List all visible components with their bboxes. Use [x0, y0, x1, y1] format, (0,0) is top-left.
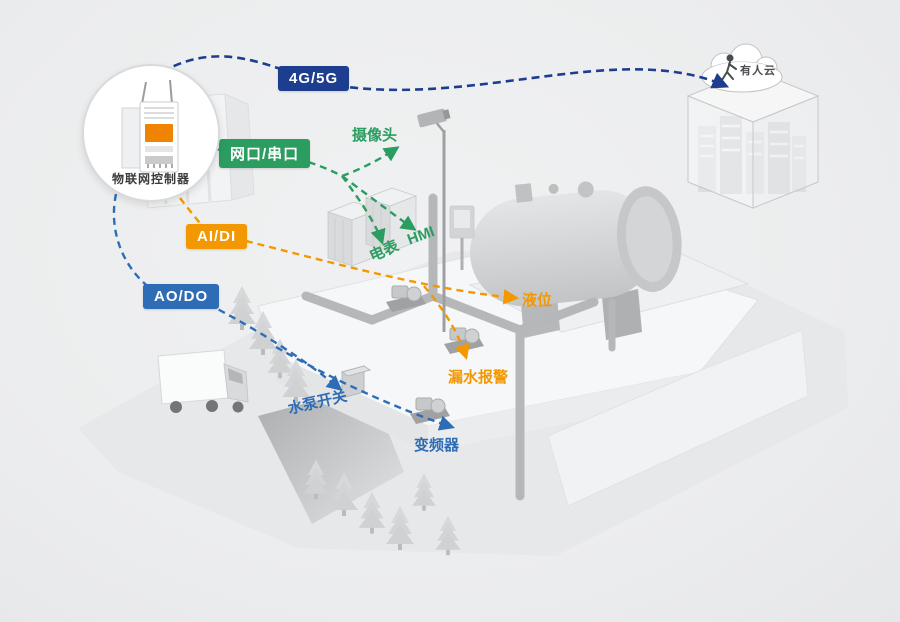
line-lan-camera [341, 146, 400, 178]
badge-4g5g: 4G/5G [278, 66, 350, 91]
badge-lan-serial: 网口/串口 [219, 139, 311, 168]
controller-label: 物联网控制器 [111, 172, 190, 186]
cloud-datacenter [686, 43, 820, 209]
connectors [112, 55, 730, 431]
label-vfd: 变频器 [414, 437, 460, 454]
badge-ao-do: AO/DO [143, 284, 220, 309]
line-aodo-start [112, 193, 151, 289]
iot-controller-badge: 物联网控制器 [82, 64, 220, 202]
truck [157, 349, 249, 413]
line-4g5g [161, 55, 730, 92]
label-camera: 摄像头 [352, 127, 398, 144]
cloud-service-label: 有人云 [740, 65, 776, 77]
line-aidi-leak [423, 285, 470, 360]
side-platform [547, 329, 809, 507]
pipes [301, 193, 616, 501]
pumps [340, 285, 484, 424]
walking-person-icon [721, 54, 737, 81]
line-aodo-vfd [275, 345, 455, 431]
label-level: 液位 [522, 292, 553, 309]
label-leak-alarm: 漏水报警 [448, 369, 509, 386]
badge-ai-di: AI/DI [186, 224, 248, 249]
line-lan-meter [341, 175, 386, 245]
camera-icon [417, 108, 451, 332]
line-aidi-level [245, 239, 520, 305]
iot-controller-device-icon [121, 79, 179, 173]
line-aodo-pump [207, 302, 343, 392]
line-lan-hmi [341, 175, 417, 231]
